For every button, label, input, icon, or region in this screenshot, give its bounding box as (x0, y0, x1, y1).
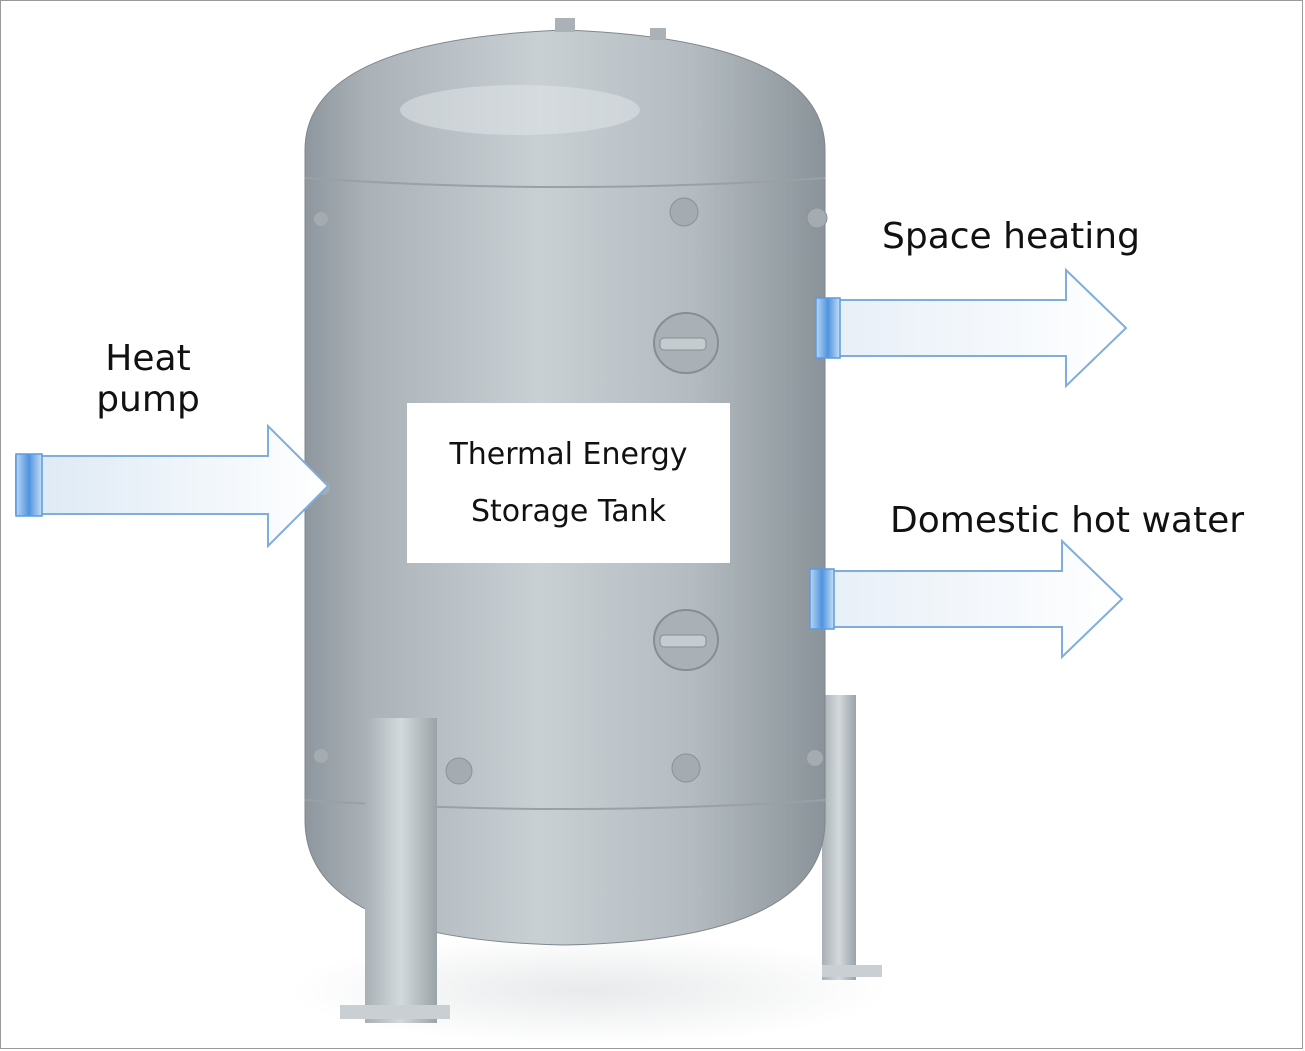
heat-pump-label: Heat pump (88, 338, 208, 421)
heat-pump-inlet-arrow-icon (15, 423, 330, 549)
tank-label-box: Thermal Energy Storage Tank (407, 403, 730, 563)
tank-leg-left (365, 718, 437, 1023)
tank-leg-right (822, 695, 856, 980)
space-heating-outlet-arrow-icon (815, 267, 1128, 389)
tank-label-line1: Thermal Energy (449, 437, 688, 472)
tank-label-line2: Storage Tank (470, 494, 667, 529)
tank-foot-left (340, 1005, 450, 1019)
heat-pump-label-line1: Heat (105, 338, 191, 379)
space-heating-label: Space heating (882, 216, 1140, 257)
heat-pump-label-line2: pump (96, 379, 200, 421)
tank-foot-right (822, 965, 882, 977)
domestic-hot-water-outlet-arrow-icon (809, 538, 1124, 660)
domestic-hot-water-label: Domestic hot water (890, 500, 1245, 541)
